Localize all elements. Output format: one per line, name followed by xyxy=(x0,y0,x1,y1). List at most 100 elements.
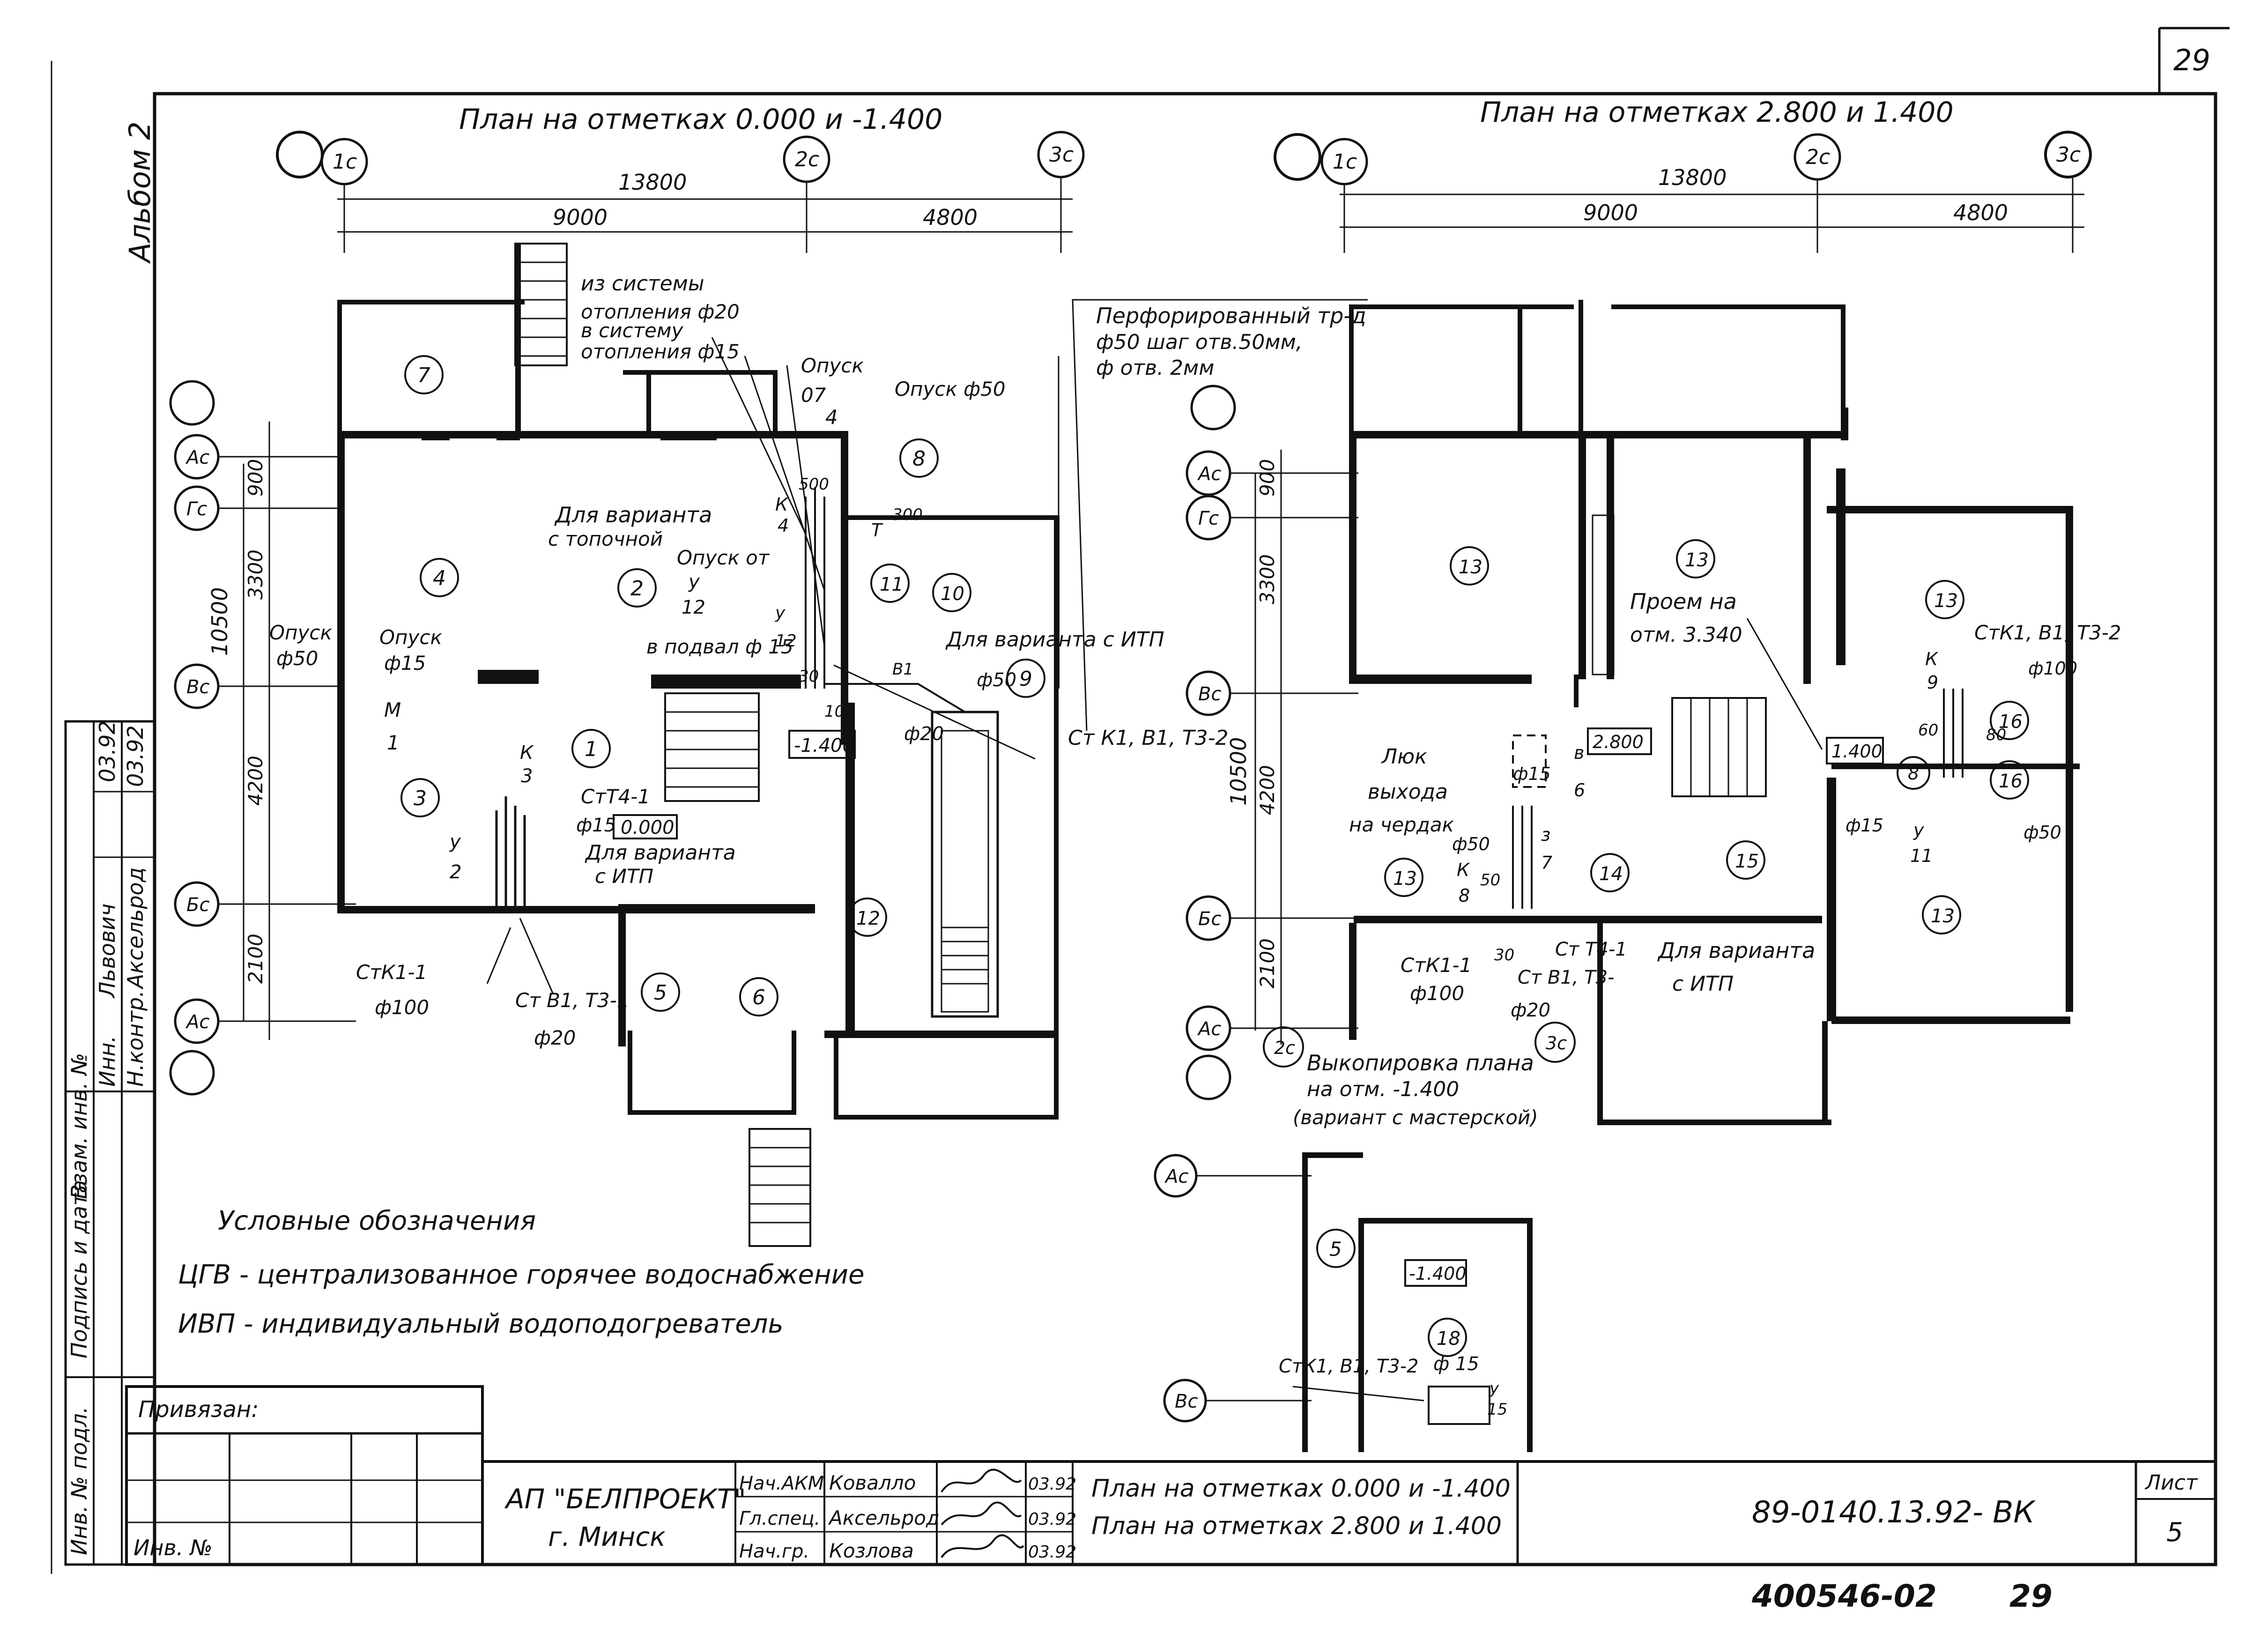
note-d300: 300 xyxy=(892,505,923,524)
left-room-11: 11 xyxy=(880,574,904,595)
note-variant-itp: Для варианта с ИТП xyxy=(945,628,1164,652)
inset-plan xyxy=(1154,1152,1533,1452)
left-dim-a: 9000 xyxy=(553,205,608,230)
left-dim-4200: 4200 xyxy=(244,756,267,806)
note-riser-50: Опуск ф50 xyxy=(895,378,1006,401)
right-side-axis-ac: Ac xyxy=(1197,463,1221,485)
tb-desc-1: План на отметках 0.000 и -1.400 xyxy=(1091,1475,1511,1503)
note-f20: ф20 xyxy=(904,723,944,745)
note-m-num: 1 xyxy=(387,731,400,754)
note-y2-bot: 2 xyxy=(450,861,461,883)
tb-date-2: 03.92 xyxy=(1028,1510,1076,1529)
left-stamp-strip xyxy=(64,720,156,1566)
right-plan-title: План на отметках 2.800 и 1.400 xyxy=(1480,96,1954,129)
right-side-axis-vc: Вc xyxy=(1198,683,1221,705)
right-room-16a: 16 xyxy=(1999,711,2023,733)
note-right-f15: ф15 xyxy=(1513,764,1551,784)
note-b1: В1 xyxy=(892,660,913,679)
right-plan-pipes xyxy=(1072,299,1964,909)
tb-name-3: Козлова xyxy=(829,1539,914,1562)
inset-room-5: 5 xyxy=(1329,1238,1342,1261)
right-dim-side: 10500 xyxy=(1226,737,1251,806)
strip-inv-label: Инв. № подл. xyxy=(67,1407,92,1555)
note-hatch: Люк xyxy=(1381,745,1427,769)
note-with-itp: с ИТП xyxy=(595,865,653,888)
note-with-furnace: с топочной xyxy=(548,527,663,550)
note-f-hole: ф отв. 2мм xyxy=(1096,356,1214,380)
right-dim-3300: 3300 xyxy=(1256,554,1279,604)
tb-code: 89-0140.13.92- ВК xyxy=(1752,1495,2036,1530)
note-right-f20: ф20 xyxy=(1511,1000,1550,1021)
strip-name1: Львович xyxy=(95,904,120,999)
left-room-1: 1 xyxy=(585,737,598,761)
inset-room-18: 18 xyxy=(1437,1328,1460,1350)
tb-role-2: Гл.спец. xyxy=(739,1508,820,1529)
tb-name-2: Аксельрод xyxy=(828,1506,940,1529)
left-axis-2c: 2c xyxy=(795,148,819,171)
legend-line-2: ИВП - индивидуальный водоподогреватель xyxy=(178,1309,783,1339)
right-room-13b: 13 xyxy=(1685,549,1709,571)
right-side-axis-bc: Бc xyxy=(1198,908,1221,930)
title-block xyxy=(125,1385,2217,1566)
note-heating-15: отопления ф15 xyxy=(581,340,740,363)
right-dim-b: 4800 xyxy=(1953,200,2008,225)
left-room-7: 7 xyxy=(417,363,430,387)
right-room-13d: 13 xyxy=(1931,905,1955,927)
note-right-d80: 80 xyxy=(1986,726,2006,744)
note-right-stk: СтК1, В1, Т3-2 xyxy=(1974,621,2121,644)
note-to-system: в систему xyxy=(581,319,684,342)
strip-date2: 03.92 xyxy=(123,725,148,787)
right-room-markers xyxy=(1384,539,2029,935)
note-to-basement: в подвал ф 15 xyxy=(646,635,793,658)
left-side-axis-ac: Ac xyxy=(185,447,209,468)
right-side-axis-ac2: Ac xyxy=(1197,1018,1221,1040)
right-room-13e: 13 xyxy=(1393,868,1417,890)
note-riser-left-b2: ф15 xyxy=(384,652,426,675)
note-right-f100: ф100 xyxy=(2028,658,2077,679)
note-heating-20: отопления ф20 xyxy=(581,300,740,323)
left-room-12: 12 xyxy=(856,908,880,929)
left-plan-pipes xyxy=(486,337,1060,994)
note-riser: Опуск xyxy=(801,354,864,377)
tb-org-2: г. Минск xyxy=(548,1522,666,1552)
note-f50-step: ф50 шаг отв.50мм, xyxy=(1096,330,1303,354)
legend-line-1: ЦГВ - централизованное горячее водоснабж… xyxy=(178,1260,864,1290)
note-right-st-t4-1: Ст Т4-1 xyxy=(1555,939,1627,960)
right-dimension-lines xyxy=(1254,193,2084,1045)
right-dim-2100: 2100 xyxy=(1256,938,1279,988)
note-right-d50: 50 xyxy=(1480,871,1500,890)
note-mark-2800: 2.800 xyxy=(1593,732,1644,752)
note-opening: Проем на xyxy=(1630,589,1737,614)
album-label: Альбом 2 xyxy=(123,121,157,264)
tb-date-1: 03.92 xyxy=(1028,1475,1076,1494)
right-dim-900: 900 xyxy=(1256,459,1279,497)
note-st-b1-t3-1: Ст В1, Т3-1 xyxy=(515,989,630,1012)
note-right-f100b: ф100 xyxy=(1410,982,1464,1005)
left-dim-total: 13800 xyxy=(618,170,687,195)
strip-inn: Инн. xyxy=(95,1036,120,1087)
right-room-16b: 16 xyxy=(1999,771,2023,792)
note-right-k-bot: 9 xyxy=(1927,672,1938,693)
note-riser-left-a: Опуск xyxy=(269,621,332,644)
note-right-d30: 30 xyxy=(1494,946,1514,964)
inset-y-bot: 15 xyxy=(1487,1400,1507,1419)
note-mark-000: 0.000 xyxy=(621,817,674,838)
tb-desc-2: План на отметках 2.800 и 1.400 xyxy=(1091,1512,1502,1540)
note-right-d60: 60 xyxy=(1918,721,1938,740)
note-right-k-top: К xyxy=(1925,649,1939,669)
inset-title-2: на отм. -1.400 xyxy=(1307,1077,1459,1101)
left-room-10: 10 xyxy=(941,583,964,605)
inset-title-1: Выкопировка плана xyxy=(1307,1050,1534,1076)
note-right-variant: Для варианта xyxy=(1657,938,1815,963)
note-right-with-itp: с ИТП xyxy=(1672,972,1734,996)
note-right-k8-bot: 8 xyxy=(1459,885,1470,906)
tb-inv-no: Инв. № xyxy=(133,1535,213,1560)
inset-stk: СтК1, В1, Т3-2 xyxy=(1279,1356,1419,1377)
left-plan-title: План на отметках 0.000 и -1.400 xyxy=(459,103,942,136)
left-room-4: 4 xyxy=(433,566,446,590)
inset-y-top: у xyxy=(1489,1379,1499,1398)
right-axis-2c: 2c xyxy=(1806,145,1830,169)
note-mark-1400: 1.400 xyxy=(1831,741,1883,762)
